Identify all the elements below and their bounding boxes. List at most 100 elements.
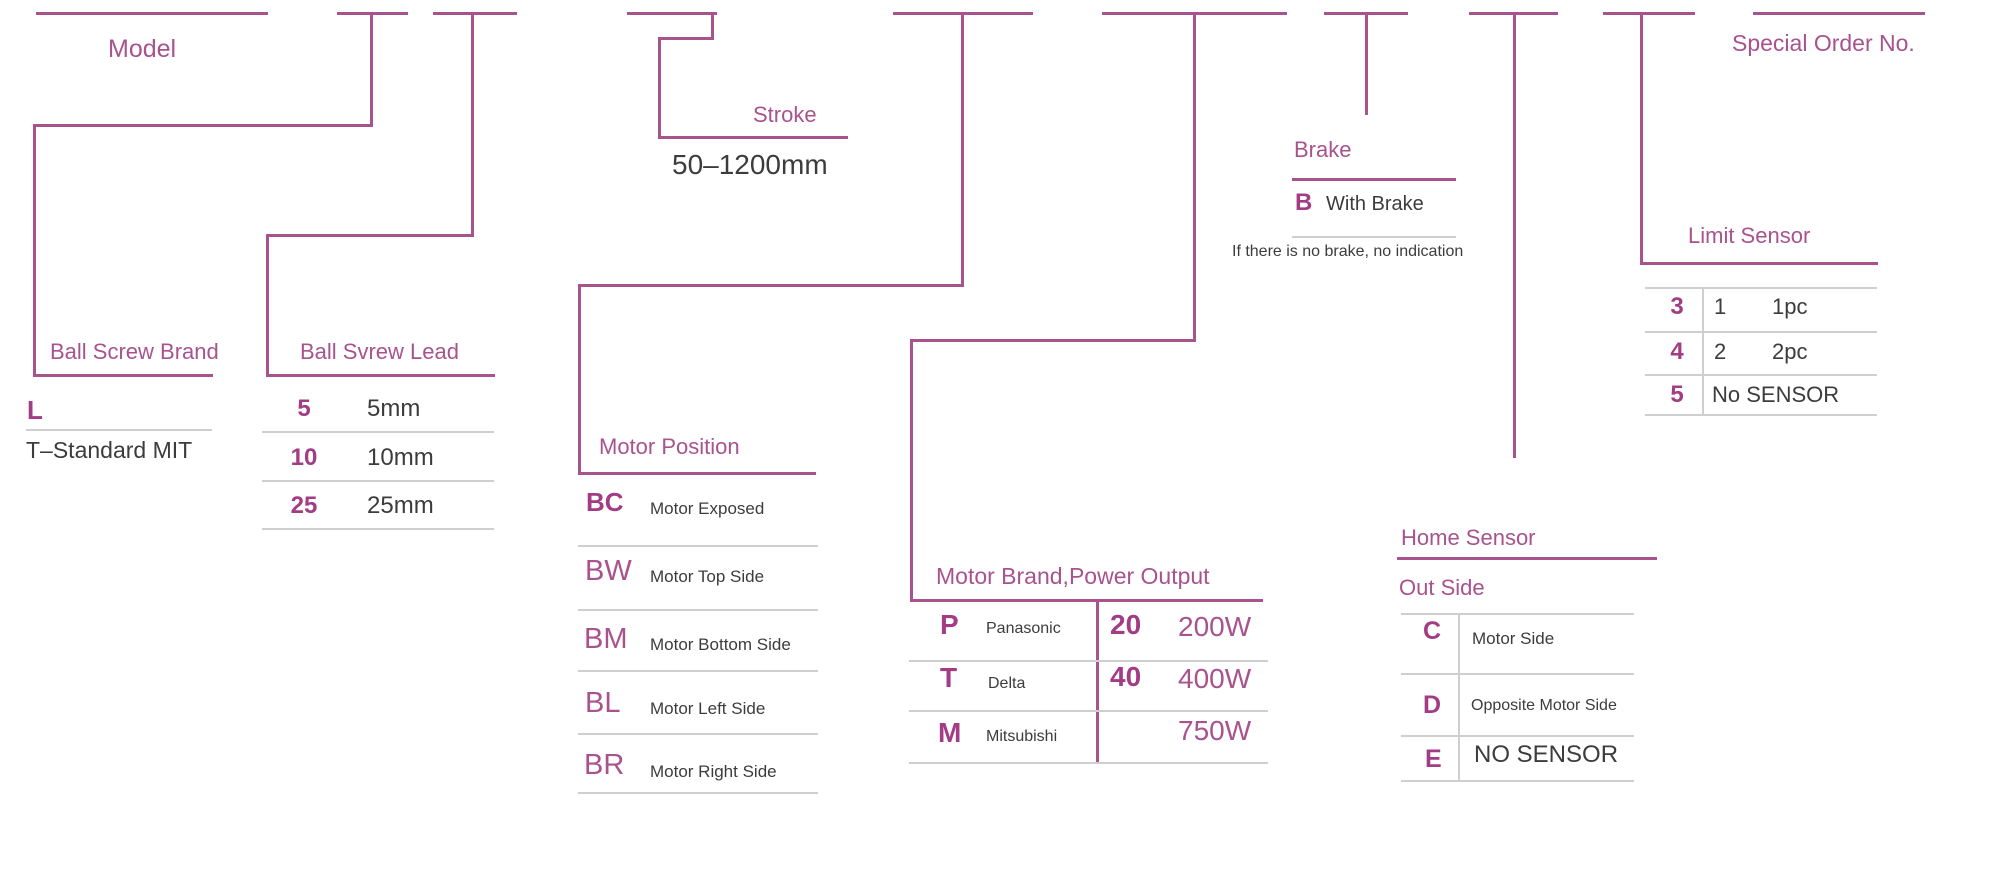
code-ball-screw-brand: L	[27, 395, 43, 425]
desc-home-c: Motor Side	[1472, 629, 1555, 648]
value-power-750w: 750W	[1178, 715, 1252, 746]
value-lead-10: 10mm	[367, 444, 434, 471]
divider-line	[1645, 374, 1877, 376]
divider-line	[909, 762, 1268, 764]
motor-brand-column-divider	[1096, 600, 1099, 763]
section-title-brake: Brake	[1294, 137, 1352, 162]
name-brand-t: Delta	[988, 675, 1026, 692]
desc-motor-position-bc: Motor Exposed	[650, 499, 765, 518]
connector-line	[266, 234, 474, 237]
limit-sensor-underline	[1640, 262, 1878, 265]
divider-line	[1292, 236, 1456, 238]
desc-motor-position-br: Motor Right Side	[650, 762, 777, 781]
desc-brake: With Brake	[1326, 193, 1424, 215]
divider-line	[578, 733, 818, 735]
value-power-400w: 400W	[1178, 663, 1252, 694]
divider-line	[909, 710, 1268, 712]
value-power-200w: 200W	[1178, 611, 1252, 642]
section-title-ball-screw-brand: Ball Screw Brand	[50, 339, 219, 364]
divider-line	[262, 431, 494, 433]
desc-home-e: NO SENSOR	[1474, 741, 1619, 768]
section-title-special-order: Special Order No.	[1732, 30, 1915, 56]
divider-line	[1458, 613, 1460, 780]
divider-line	[1702, 287, 1704, 414]
code-lead-10: 10	[290, 444, 318, 471]
code-brand-p: P	[940, 609, 959, 640]
motor-position-underline	[578, 472, 816, 475]
code-underline-model	[36, 12, 268, 15]
divider-line	[578, 545, 818, 547]
motor-brand-underline	[910, 599, 1263, 602]
section-title-home-sensor: Home Sensor	[1401, 525, 1536, 550]
connector-line	[658, 37, 661, 139]
code-power-20: 20	[1110, 609, 1142, 640]
stroke-range: 50–1200mm	[672, 149, 828, 180]
value-lead-25: 25mm	[367, 492, 434, 519]
code-motor-position-bl: BL	[585, 687, 621, 719]
connector-line	[578, 284, 964, 287]
desc-motor-position-bl: Motor Left Side	[650, 699, 766, 718]
qty-limit-3: 1	[1714, 294, 1727, 319]
connector-line	[266, 234, 269, 377]
connector-line	[33, 124, 36, 377]
code-lead-5: 5	[297, 395, 311, 422]
desc-ball-screw-brand: T–Standard MIT	[26, 437, 193, 463]
section-title-stroke: Stroke	[753, 102, 817, 127]
divider-line	[26, 429, 212, 431]
section-title-motor-position: Motor Position	[599, 434, 740, 459]
code-power-40: 40	[1110, 661, 1142, 692]
code-underline-special-order	[1753, 12, 1925, 15]
connector-line	[1513, 12, 1516, 458]
connector-line	[1193, 12, 1196, 342]
divider-line	[1645, 414, 1877, 416]
divider-line	[578, 670, 818, 672]
divider-line	[1645, 331, 1877, 333]
name-brand-p: Panasonic	[986, 620, 1061, 637]
code-home-c: C	[1423, 617, 1442, 645]
code-underline-4	[627, 12, 717, 15]
code-home-e: E	[1425, 745, 1442, 773]
desc-limit-5: No SENSOR	[1712, 382, 1840, 407]
code-motor-position-bc: BC	[586, 487, 624, 517]
divider-line	[262, 528, 494, 530]
section-title-model: Model	[108, 35, 177, 63]
ball-screw-brand-underline	[33, 374, 213, 377]
home-sensor-underline	[1397, 557, 1657, 560]
code-motor-position-bm: BM	[584, 623, 628, 655]
code-home-d: D	[1423, 691, 1442, 719]
code-brake-b: B	[1295, 189, 1313, 216]
divider-line	[262, 480, 494, 482]
divider-line	[578, 792, 818, 794]
value-lead-5: 5mm	[367, 395, 421, 422]
connector-line	[910, 339, 913, 602]
divider-line	[578, 609, 818, 611]
code-limit-4: 4	[1670, 338, 1684, 365]
code-limit-5: 5	[1670, 381, 1684, 408]
code-underline-3	[433, 12, 517, 15]
code-motor-position-br: BR	[584, 749, 625, 781]
divider-line	[1401, 613, 1634, 615]
stroke-underline	[658, 136, 848, 139]
desc-motor-position-bw: Motor Top Side	[650, 567, 765, 586]
code-motor-position-bw: BW	[585, 555, 632, 587]
divider-line	[1645, 287, 1877, 289]
desc-motor-position-bm: Motor Bottom Side	[650, 635, 791, 654]
desc-home-d: Opposite Motor Side	[1471, 697, 1617, 714]
qty-limit-4: 2	[1714, 339, 1727, 364]
code-brand-m: M	[938, 717, 962, 748]
code-brand-t: T	[940, 662, 958, 693]
brake-underline	[1292, 178, 1456, 181]
code-lead-25: 25	[290, 492, 318, 519]
divider-line	[1401, 673, 1634, 675]
connector-line	[711, 12, 714, 40]
section-title-ball-screw-lead: Ball Svrew Lead	[300, 339, 459, 364]
code-underline-9	[1603, 12, 1695, 15]
divider-line	[1401, 735, 1634, 737]
section-title-motor-brand-power: Motor Brand,Power Output	[936, 563, 1210, 589]
name-brand-m: Mitsubishi	[986, 728, 1058, 745]
connector-line	[578, 284, 581, 475]
connector-line	[33, 124, 373, 127]
connector-line	[1640, 12, 1643, 265]
ball-screw-lead-underline	[266, 374, 495, 377]
